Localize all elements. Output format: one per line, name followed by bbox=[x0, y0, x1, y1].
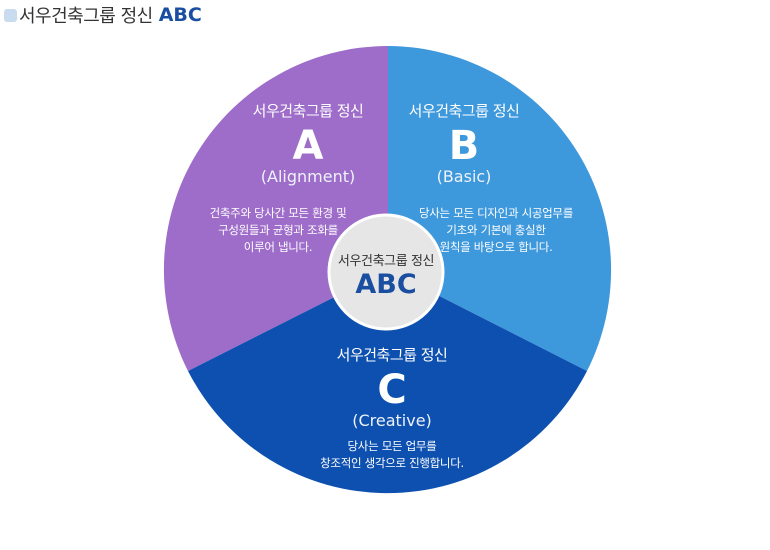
segment-b-label: 서우건축그룹 정신 B (Basic) bbox=[354, 100, 574, 186]
segment-a-desc-line: 이루어 냅니다. bbox=[243, 240, 313, 254]
segment-b-subtitle: (Basic) bbox=[436, 167, 492, 186]
segment-a-desc-line: 구성원들과 균형과 조화를 bbox=[218, 223, 338, 237]
center-title: 서우건축그룹 정신 bbox=[337, 254, 435, 269]
center-abc: ABC bbox=[355, 269, 417, 300]
segment-c-desc-line: 창조적인 생각으로 진행합니다. bbox=[320, 456, 464, 470]
segment-c-letter: C bbox=[377, 367, 407, 413]
center-label: 서우건축그룹 정신 ABC bbox=[326, 250, 446, 300]
segment-c bbox=[188, 270, 587, 494]
segment-b-desc-line: 당사는 모든 디자인과 시공업무를 bbox=[419, 206, 573, 220]
segment-a-subtitle: (Alignment) bbox=[260, 167, 356, 186]
segment-c-label: 서우건축그룹 정신 C (Creative) bbox=[282, 344, 502, 430]
center-circle bbox=[327, 213, 445, 331]
segment-b-desc-line: 기초와 기본에 충실한 bbox=[446, 223, 546, 237]
segment-a-letter: A bbox=[292, 123, 324, 169]
segment-b bbox=[388, 46, 612, 371]
segment-c-desc-line: 당사는 모든 업무를 bbox=[347, 439, 437, 453]
segment-c-subtitle: (Creative) bbox=[352, 411, 432, 430]
segment-a-desc-line: 건축주와 당사간 모든 환경 및 bbox=[209, 206, 347, 220]
page-title-accent: ABC bbox=[158, 4, 202, 26]
bullet-icon bbox=[4, 8, 17, 22]
segment-a-description: 건축주와 당사간 모든 환경 및 구성원들과 균형과 조화를 이루어 냅니다. bbox=[178, 205, 378, 256]
page-header: 서우건축그룹 정신 ABC bbox=[4, 2, 202, 28]
page-title: 서우건축그룹 정신 bbox=[19, 6, 153, 27]
segment-b-letter: B bbox=[448, 123, 480, 169]
segment-a-label: 서우건축그룹 정신 A (Alignment) bbox=[198, 100, 418, 186]
segment-b-title: 서우건축그룹 정신 bbox=[408, 102, 520, 120]
segment-b-desc-line: 원칙을 바탕으로 합니다. bbox=[439, 240, 553, 254]
segment-c-title: 서우건축그룹 정신 bbox=[336, 346, 448, 364]
segment-b-description: 당사는 모든 디자인과 시공업무를 기초와 기본에 충실한 원칙을 바탕으로 합… bbox=[396, 205, 596, 256]
segment-c-description: 당사는 모든 업무를 창조적인 생각으로 진행합니다. bbox=[282, 438, 502, 472]
segment-a-title: 서우건축그룹 정신 bbox=[252, 102, 364, 120]
